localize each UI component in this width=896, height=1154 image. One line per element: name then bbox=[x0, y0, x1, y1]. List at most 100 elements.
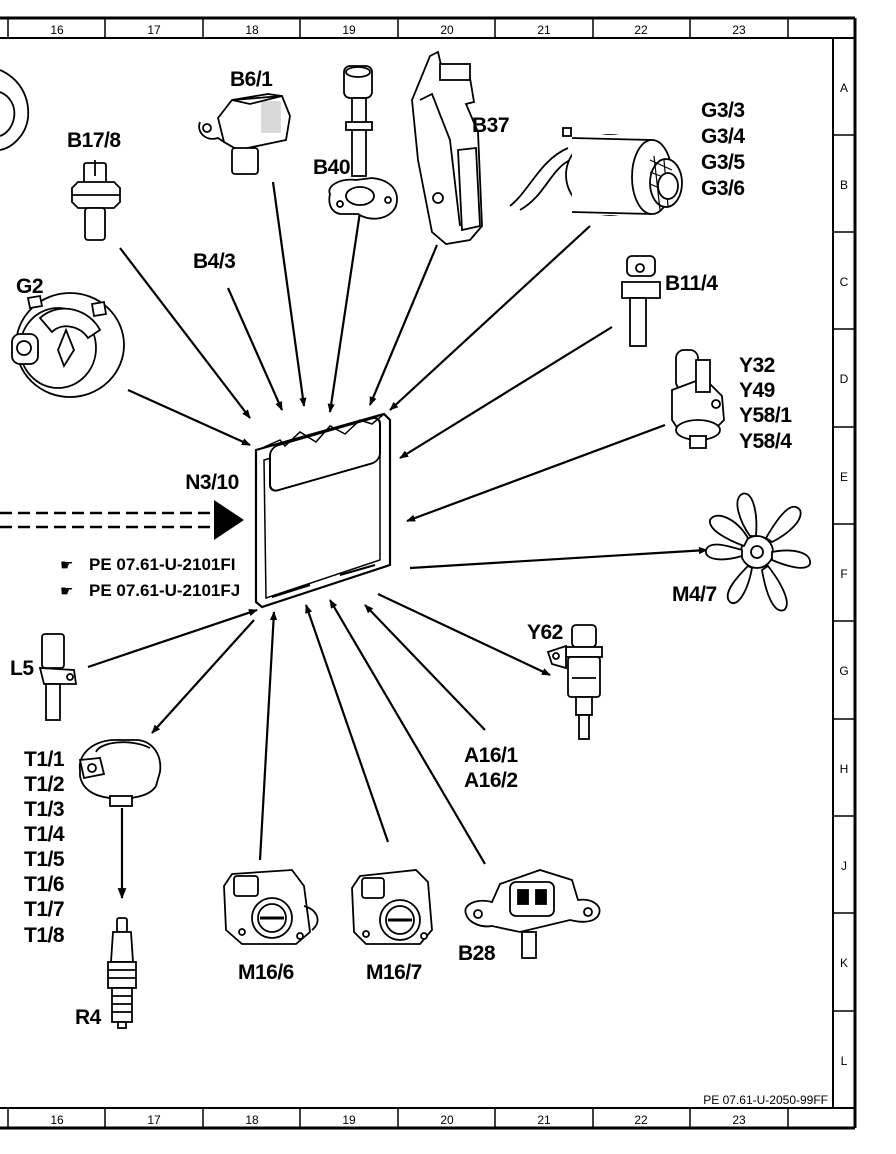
row-label: D bbox=[840, 372, 849, 386]
row-label: C bbox=[840, 275, 849, 289]
col-label: 18 bbox=[245, 23, 259, 37]
label-t1-6: T1/6 bbox=[24, 873, 64, 896]
g3-sensor-drawing bbox=[509, 127, 683, 216]
label-y58-4: Y58/4 bbox=[739, 430, 792, 453]
pointing-hand-icon: ☛ bbox=[60, 583, 73, 600]
col-label: 17 bbox=[147, 1113, 161, 1127]
m4-7-fan-drawing bbox=[705, 492, 811, 612]
label-b40: B40 bbox=[313, 156, 350, 179]
r4-spark-plug-drawing bbox=[107, 917, 137, 1029]
col-label: 23 bbox=[732, 1113, 746, 1127]
col-label: 19 bbox=[342, 23, 356, 37]
col-label: 16 bbox=[50, 23, 64, 37]
arrow-b17-8 bbox=[119, 247, 251, 419]
label-y49: Y49 bbox=[739, 379, 775, 402]
label-b17-8: B17/8 bbox=[67, 129, 121, 152]
label-m16-7: M16/7 bbox=[366, 961, 422, 984]
b17-8-sensor-drawing bbox=[71, 160, 121, 241]
y62-injector-drawing bbox=[546, 624, 603, 740]
g2-alternator-drawing bbox=[11, 292, 125, 398]
b37-pedal-drawing bbox=[411, 50, 483, 245]
label-y62: Y62 bbox=[527, 621, 563, 644]
y32-valve-drawing bbox=[671, 349, 725, 449]
col-label: 22 bbox=[634, 1113, 648, 1127]
row-labels: A B C D E F G H J K L bbox=[839, 81, 848, 1068]
arrow-b40 bbox=[327, 211, 362, 413]
label-r4: R4 bbox=[75, 1006, 102, 1029]
arrow-l5 bbox=[87, 608, 258, 669]
arrow-m16-6 bbox=[258, 611, 278, 861]
arrow-b4-3 bbox=[226, 287, 284, 411]
label-g3-3: G3/3 bbox=[701, 99, 745, 122]
label-t1-1: T1/1 bbox=[24, 748, 65, 771]
label-y58-1: Y58/1 bbox=[739, 404, 792, 427]
arrow-t1 bbox=[151, 619, 255, 734]
label-t1-2: T1/2 bbox=[24, 773, 64, 796]
col-label: 19 bbox=[342, 1113, 356, 1127]
ecu-ref-2: PE 07.61-U-2101FJ bbox=[89, 581, 240, 600]
label-a16-2: A16/2 bbox=[464, 769, 518, 792]
label-l5: L5 bbox=[10, 657, 34, 680]
arrow-b28 bbox=[329, 599, 486, 865]
arrow-g3 bbox=[389, 225, 591, 411]
col-label: 21 bbox=[537, 23, 551, 37]
b6-1-sensor-drawing bbox=[198, 93, 291, 175]
col-label: 22 bbox=[634, 23, 648, 37]
label-t1-8: T1/8 bbox=[24, 924, 65, 947]
col-label: 21 bbox=[537, 1113, 551, 1127]
connection-arrows bbox=[87, 181, 708, 900]
arrow-y32 bbox=[406, 423, 666, 523]
row-label: H bbox=[840, 762, 849, 776]
ecu-label: N3/10 bbox=[185, 471, 239, 494]
label-m4-7: M4/7 bbox=[672, 583, 717, 606]
footer-reference: PE 07.61-U-2050-99FF bbox=[703, 1093, 828, 1107]
label-g3-6: G3/6 bbox=[701, 177, 745, 200]
arrow-b6-1 bbox=[271, 181, 307, 407]
label-t1-3: T1/3 bbox=[24, 798, 64, 821]
col-label: 20 bbox=[440, 23, 454, 37]
row-label: E bbox=[840, 470, 848, 484]
row-label: B bbox=[840, 178, 848, 192]
row-label: A bbox=[840, 81, 848, 95]
label-m16-6: M16/6 bbox=[238, 961, 294, 984]
label-y32: Y32 bbox=[739, 354, 775, 377]
component-labels: B6/1 B17/8 B40 B37 G3/3 G3/4 G3/5 G3/6 G… bbox=[10, 68, 793, 1029]
b28-sensor-drawing bbox=[464, 869, 601, 959]
ecu-n3-10 bbox=[254, 412, 392, 609]
label-g3-5: G3/5 bbox=[701, 151, 745, 174]
b11-4-sensor-drawing bbox=[621, 255, 661, 347]
row-label: K bbox=[840, 956, 848, 970]
col-label: 18 bbox=[245, 1113, 259, 1127]
col-label: 20 bbox=[440, 1113, 454, 1127]
label-b6-1: B6/1 bbox=[230, 68, 273, 91]
arrow-b37 bbox=[368, 244, 439, 406]
incoming-dashed-arrow bbox=[0, 500, 244, 540]
arrow-g2 bbox=[127, 388, 251, 447]
label-t1-7: T1/7 bbox=[24, 898, 64, 921]
m16-7-throttle-drawing bbox=[351, 869, 433, 945]
label-a16-1: A16/1 bbox=[464, 744, 518, 767]
ecu-ref-1: PE 07.61-U-2101FI bbox=[89, 555, 235, 574]
row-label: L bbox=[841, 1054, 848, 1068]
pointing-hand-icon: ☛ bbox=[60, 557, 73, 574]
col-label: 23 bbox=[732, 23, 746, 37]
arrow-y62 bbox=[377, 593, 551, 676]
row-label: G bbox=[839, 664, 848, 678]
label-b4-3: B4/3 bbox=[193, 250, 235, 273]
m16-6-throttle-drawing bbox=[223, 869, 319, 945]
b40-sensor-drawing bbox=[328, 65, 398, 220]
label-b11-4: B11/4 bbox=[665, 272, 718, 295]
drawing-frame bbox=[0, 16, 857, 1130]
arrow-a16 bbox=[364, 604, 486, 731]
row-label: F bbox=[840, 567, 847, 581]
label-g2: G2 bbox=[16, 275, 43, 298]
label-t1-4: T1/4 bbox=[24, 823, 65, 846]
column-labels-top: 16 17 18 19 20 21 22 23 bbox=[50, 23, 746, 37]
label-g3-4: G3/4 bbox=[701, 125, 745, 148]
l5-sensor-drawing bbox=[38, 633, 78, 721]
label-b37: B37 bbox=[472, 114, 509, 137]
partial-component-drawing bbox=[0, 69, 30, 151]
col-label: 17 bbox=[147, 23, 161, 37]
arrow-m16-7 bbox=[304, 604, 390, 843]
